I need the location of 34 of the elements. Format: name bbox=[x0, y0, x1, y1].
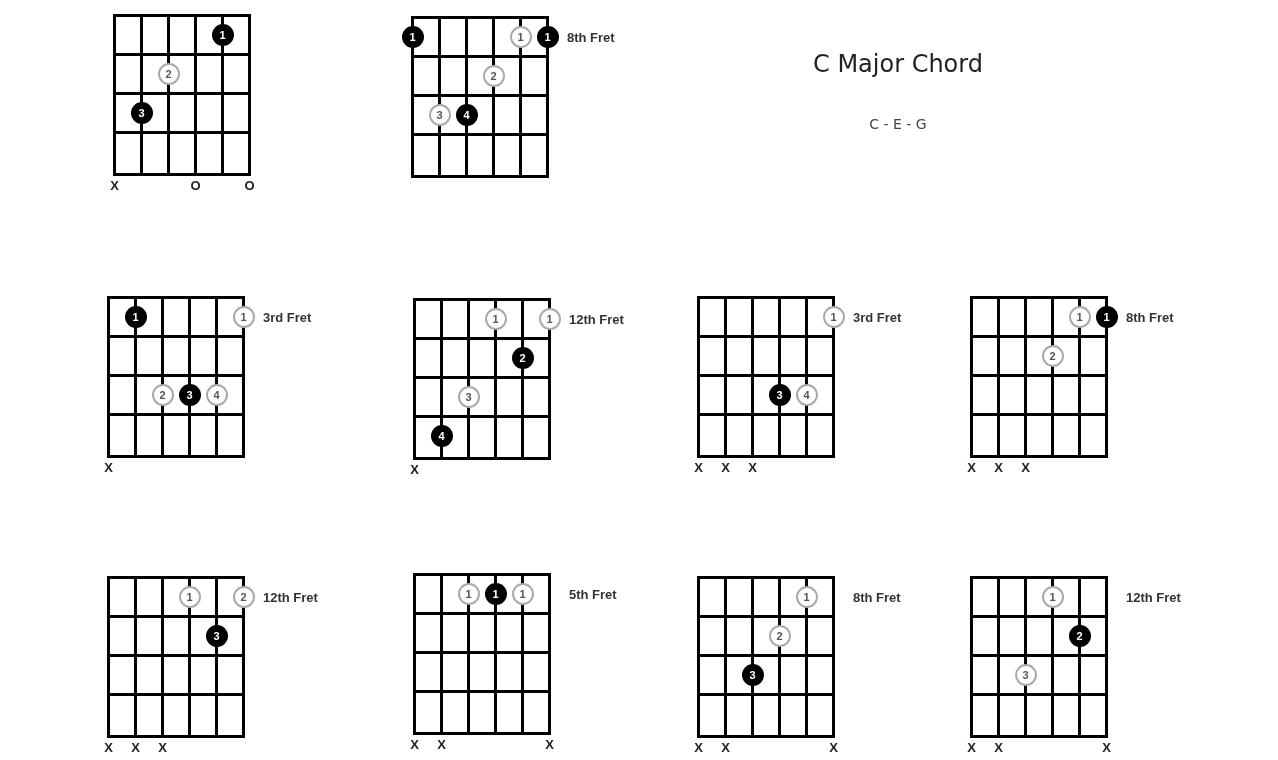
fretboard bbox=[970, 576, 1108, 738]
string-mark: X bbox=[828, 741, 839, 754]
string-mark: X bbox=[157, 741, 168, 754]
string-mark: X bbox=[720, 461, 731, 474]
string-mark: O bbox=[243, 179, 256, 192]
string-mark: X bbox=[993, 461, 1004, 474]
string-mark: X bbox=[103, 461, 114, 474]
string-mark: X bbox=[1101, 741, 1112, 754]
chord-notes: C - E - G bbox=[868, 117, 928, 131]
string-mark: X bbox=[436, 738, 447, 751]
string-mark: X bbox=[409, 738, 420, 751]
string-mark: O bbox=[189, 179, 202, 192]
fretboard bbox=[413, 573, 551, 735]
string-mark: X bbox=[693, 741, 704, 754]
string-mark: X bbox=[993, 741, 1004, 754]
fret-position-label: 12th Fret bbox=[1126, 591, 1181, 604]
chord-title: C Major Chord bbox=[812, 52, 984, 76]
fret-position-label: 8th Fret bbox=[1126, 311, 1174, 324]
string-mark: X bbox=[693, 461, 704, 474]
string-mark: X bbox=[1020, 461, 1031, 474]
string-mark: X bbox=[409, 463, 420, 476]
string-mark: X bbox=[966, 461, 977, 474]
fretboard bbox=[113, 14, 251, 176]
string-mark: X bbox=[109, 179, 120, 192]
string-mark: X bbox=[544, 738, 555, 751]
fret-position-label: 8th Fret bbox=[853, 591, 901, 604]
string-mark: X bbox=[966, 741, 977, 754]
fretboard bbox=[697, 576, 835, 738]
string-mark: X bbox=[130, 741, 141, 754]
fret-position-label: 5th Fret bbox=[569, 588, 617, 601]
string-mark: X bbox=[103, 741, 114, 754]
fret-position-label: 8th Fret bbox=[567, 31, 615, 44]
string-mark: X bbox=[720, 741, 731, 754]
string-mark: X bbox=[747, 461, 758, 474]
